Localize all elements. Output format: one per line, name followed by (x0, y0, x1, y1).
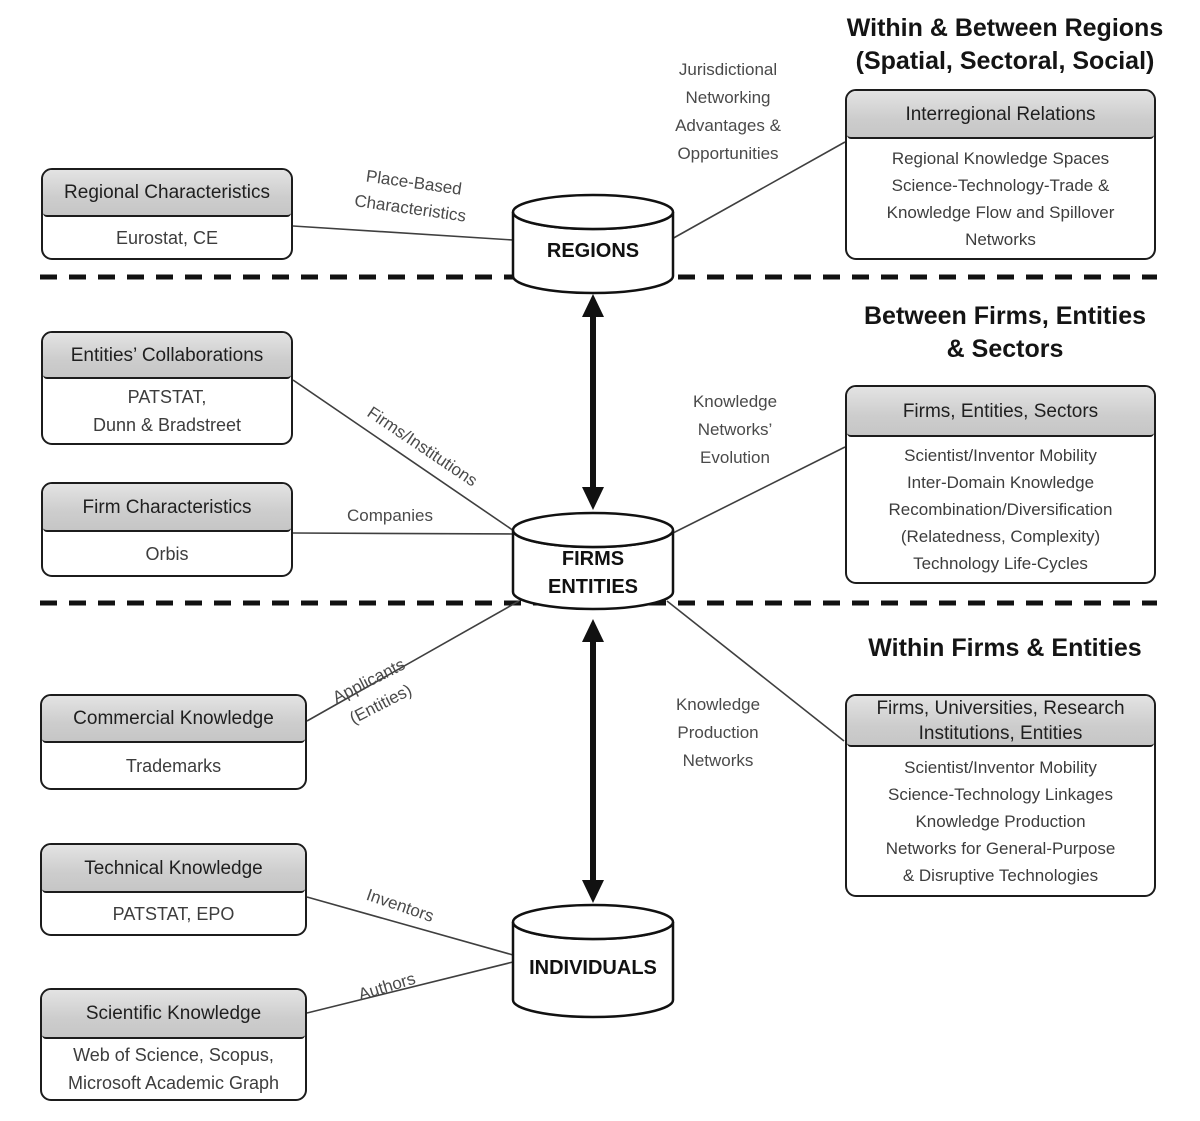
source-box-title: Scientific Knowledge (42, 990, 305, 1039)
edge-firm-characteristics-to-firms (292, 532, 514, 535)
edge-label-jurisdictional-networking: Jurisdictional Networking Advantages & O… (675, 60, 781, 163)
outcome-box-items: Regional Knowledge Spaces Science-Techno… (886, 148, 1115, 249)
source-box-sources: PATSTAT, Dunn & Bradstreet (92, 387, 242, 435)
outcome-box-interregional-relations: Interregional Relations Regional Knowled… (845, 89, 1156, 260)
edge-commercial-knowledge-to-firms (306, 600, 520, 722)
edge-label-knowledge-production-networks: Knowledge Production Networks (675, 695, 761, 770)
source-box-scientific-knowledge: Scientific Knowledge Web of Science, Sco… (40, 988, 307, 1101)
source-box-commercial-knowledge: Commercial Knowledge Trademarks (40, 694, 307, 790)
source-box-sources: Orbis (145, 543, 189, 564)
individuals-cylinder-label: INDIVIDUALS (529, 957, 657, 979)
outcome-box-firms-universities: Firms, Universities, Research Institutio… (845, 694, 1156, 897)
edge-scientific-knowledge-to-individuals (306, 961, 514, 1014)
source-box-regional-characteristics: Regional Characteristics Eurostat, CE (41, 168, 293, 260)
edge-entities-collaborations-to-firms (292, 379, 515, 532)
edge-label-knowledge-networks-evolution: Knowledge Networks’ Evolution (692, 392, 778, 467)
source-box-firm-characteristics: Firm Characteristics Orbis (41, 482, 293, 577)
edge-firms-to-firms-universities (666, 600, 845, 742)
regions-cylinder (511, 193, 675, 295)
edge-firms-to-firms-entities-sectors (670, 446, 846, 535)
heading-within-firms-entities: Within Firms & Entities (868, 634, 1142, 662)
source-box-sources: PATSTAT, EPO (112, 903, 235, 924)
source-box-title: Entities’ Collaborations (43, 333, 291, 379)
firms-entities-cylinder-label: FIRMS ENTITIES (547, 548, 638, 598)
outcome-box-title: Interregional Relations (847, 91, 1154, 139)
outcome-box-items: Scientist/Inventor Mobility Inter-Domain… (888, 446, 1113, 573)
source-box-title: Commercial Knowledge (42, 696, 305, 743)
individuals-cylinder (511, 903, 675, 1019)
firms-entities-cylinder (511, 511, 675, 611)
source-box-title: Technical Knowledge (42, 845, 305, 893)
edge-regional-characteristics-to-regions (292, 225, 514, 241)
source-box-sources: Web of Science, Scopus, Microsoft Academ… (67, 1045, 280, 1093)
arrow-firms-individuals (582, 619, 604, 903)
outcome-box-firms-entities-sectors: Firms, Entities, Sectors Scientist/Inven… (845, 385, 1156, 584)
source-box-sources: Trademarks (125, 755, 222, 776)
heading-within-between-regions: Within & Between Regions (Spatial, Secto… (846, 14, 1164, 75)
regions-cylinder-label: REGIONS (546, 240, 640, 262)
edge-regions-to-interregional-relations (669, 141, 846, 241)
outcome-box-title: Firms, Entities, Sectors (847, 387, 1154, 437)
source-box-entities-collaborations: Entities’ Collaborations PATSTAT, Dunn &… (41, 331, 293, 445)
heading-between-firms-entities-sectors: Between Firms, Entities & Sectors (863, 302, 1147, 363)
arrow-regions-firms (582, 294, 604, 510)
source-box-title: Regional Characteristics (43, 170, 291, 217)
source-box-technical-knowledge: Technical Knowledge PATSTAT, EPO (40, 843, 307, 936)
source-box-sources: Eurostat, CE (115, 227, 219, 248)
edge-technical-knowledge-to-individuals (306, 896, 514, 956)
source-box-title: Firm Characteristics (43, 484, 291, 532)
outcome-box-title: Firms, Universities, Research Institutio… (847, 696, 1154, 747)
outcome-box-items: Scientist/Inventor Mobility Science-Tech… (885, 757, 1116, 885)
edge-label-companies: Companies (347, 506, 433, 525)
